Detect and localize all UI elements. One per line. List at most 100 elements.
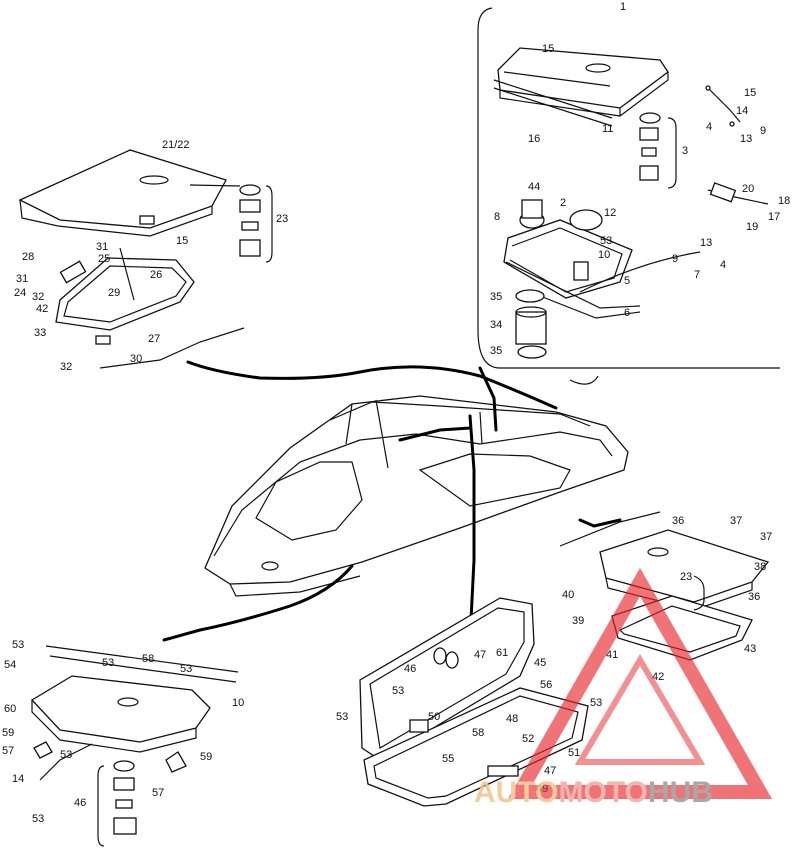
leader (189, 184, 241, 187)
callout-53: 53 (590, 697, 602, 709)
callout-24: 24 (14, 287, 26, 299)
group-bracket (97, 765, 105, 847)
callout-34: 34 (490, 319, 502, 331)
callout-28: 28 (22, 251, 34, 263)
callout-47: 47 (544, 765, 556, 777)
hinge-stack (239, 184, 261, 257)
callout-15: 15 (176, 235, 188, 247)
callout-42: 42 (36, 303, 48, 315)
callout-54: 54 (4, 659, 16, 671)
callout-53: 53 (60, 749, 72, 761)
seat-base-panel (18, 149, 227, 237)
hinge-stack (113, 760, 137, 835)
seat-frame (55, 247, 195, 345)
callout-58: 58 (472, 727, 484, 739)
callout-50: 50 (428, 711, 440, 723)
callout-13: 13 (700, 237, 712, 249)
callout-52: 52 (522, 733, 534, 745)
callout-32: 32 (32, 291, 44, 303)
storage-compartment (359, 597, 589, 807)
callout-53: 53 (32, 813, 44, 825)
group-bracket (667, 117, 677, 189)
callout-9: 9 (760, 125, 766, 137)
leader-line (99, 327, 245, 369)
callout-59: 59 (2, 727, 14, 739)
cable (579, 251, 701, 293)
callout-46: 46 (74, 797, 86, 809)
callout-35: 35 (490, 345, 502, 357)
callout-19: 19 (746, 221, 758, 233)
warning-triangle-icon (507, 567, 773, 799)
callout-2: 2 (560, 197, 566, 209)
callout-12: 12 (604, 207, 616, 219)
leader-line (186, 360, 558, 410)
callout-46: 46 (404, 663, 416, 675)
cushion-pad (30, 675, 211, 753)
callout-20: 20 (742, 183, 754, 195)
callout-7: 7 (694, 269, 700, 281)
callout-47: 47 (474, 649, 486, 661)
leader-line (478, 366, 498, 432)
callout-56: 56 (540, 679, 552, 691)
callout-31: 31 (96, 241, 108, 253)
callout-14: 14 (736, 105, 748, 117)
callout-1: 1 (620, 1, 626, 13)
callout-17: 17 (768, 211, 780, 223)
watermark-logo: AUTOMOTOHUB (474, 567, 773, 809)
callout-40: 40 (562, 589, 574, 601)
seat-cushion-panel (497, 47, 669, 117)
callout-37: 37 (730, 515, 742, 527)
callout-14: 14 (12, 773, 24, 785)
cable-hardware (705, 85, 769, 205)
callout-11: 11 (602, 123, 613, 135)
callout-4: 4 (706, 121, 712, 133)
callout-58: 58 (142, 653, 154, 665)
leader-line (398, 426, 472, 442)
callout-15: 15 (744, 87, 756, 99)
callout-15: 15 (542, 43, 554, 55)
callout-44: 44 (528, 181, 540, 193)
seal-ring (539, 295, 641, 319)
callout-31: 31 (16, 273, 28, 285)
leader-line (559, 511, 661, 547)
callout-57: 57 (2, 745, 14, 757)
callout-16: 16 (528, 133, 540, 145)
callout-45: 45 (534, 657, 546, 669)
hatch-frame (611, 595, 753, 661)
callout-61: 61 (496, 647, 508, 659)
svg-text:AUTOMOTOHUB: AUTOMOTOHUB (474, 776, 713, 809)
callout-35: 35 (490, 291, 502, 303)
callout-6: 6 (624, 307, 630, 319)
boat-hull (204, 395, 629, 597)
callout-23: 23 (680, 571, 692, 583)
callout-23: 23 (276, 213, 288, 225)
callout-10: 10 (232, 697, 244, 709)
latch (33, 741, 53, 759)
callout-53: 53 (600, 235, 612, 247)
group-bracket (477, 7, 780, 369)
callout-48: 48 (506, 713, 518, 725)
hinge-stack (639, 112, 661, 181)
group-bracket (265, 185, 273, 263)
callout-29: 29 (108, 287, 120, 299)
watermark-text-moto: MOTO (558, 776, 647, 809)
callout-36: 36 (748, 591, 760, 603)
callout-51: 51 (568, 747, 580, 759)
leader-line (468, 414, 476, 642)
trim-strip (49, 655, 237, 683)
callout-36: 36 (672, 515, 684, 527)
callout-3: 3 (682, 145, 688, 157)
callout-59: 59 (200, 751, 212, 763)
watermark-text-hub: HUB (648, 776, 713, 809)
callout-21-22: 21/22 (162, 139, 190, 151)
storage-tray (503, 199, 633, 299)
leader-line (162, 564, 354, 642)
callout-13: 13 (740, 133, 752, 145)
cable (39, 743, 93, 781)
callout-38: 38 (754, 561, 766, 573)
callout-53: 53 (392, 685, 404, 697)
leader-line (578, 518, 622, 528)
callout-57: 57 (152, 787, 164, 799)
trim-strip (45, 645, 239, 673)
callout-8: 8 (494, 211, 500, 223)
